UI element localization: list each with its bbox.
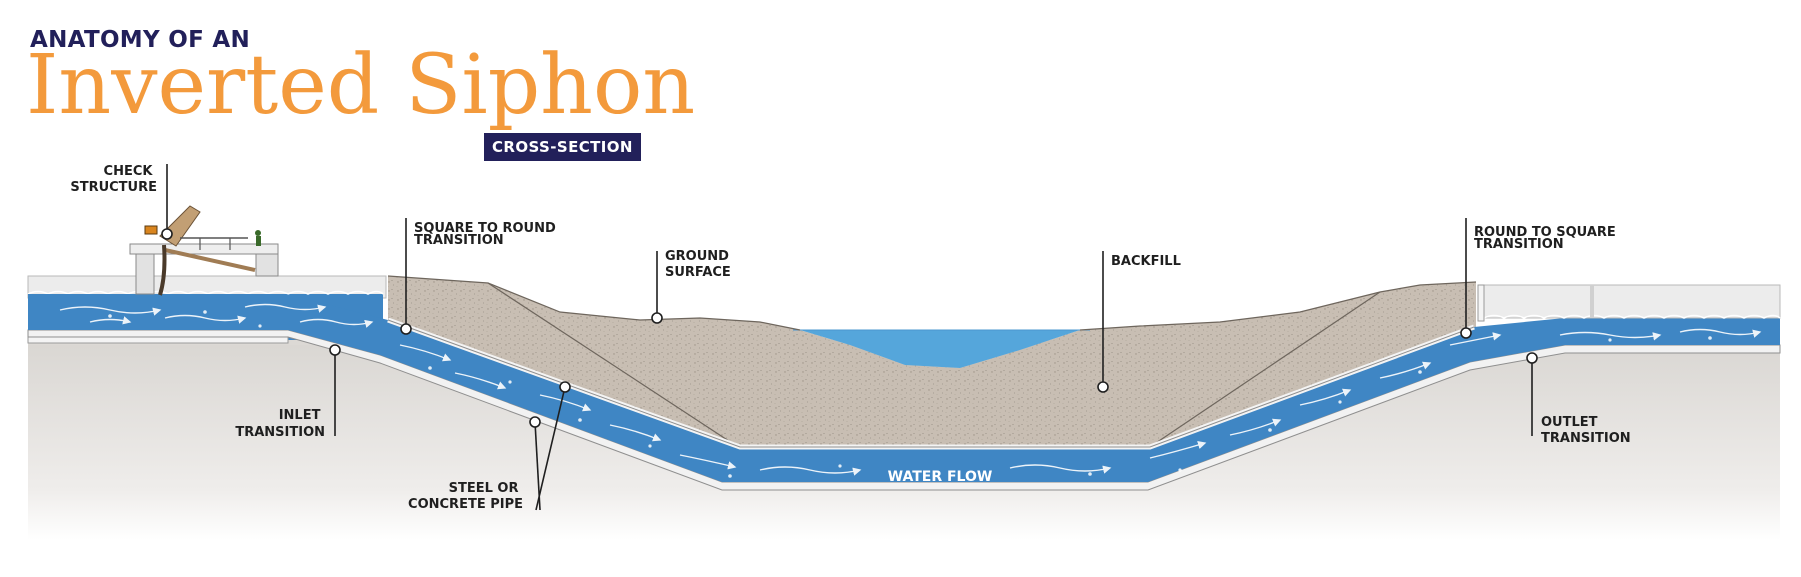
flow-bubbles <box>108 310 1712 478</box>
outlet-canal <box>1477 284 1781 322</box>
label-water-flow: WATER FLOW <box>888 469 993 485</box>
label-round-to-square: ROUND TO SQUARE TRANSITION <box>1474 225 1620 252</box>
check-structure-illustration <box>129 205 279 296</box>
label-outlet-transition: OUTLET TRANSITION <box>1541 415 1631 446</box>
flow-arrows <box>59 303 1762 476</box>
label-inlet-transition: INLET TRANSITION <box>235 408 325 440</box>
label-ground-surface: GROUND SURFACE <box>665 249 734 280</box>
label-pipe: STEEL OR CONCRETE PIPE <box>408 481 523 512</box>
page-kicker: ANATOMY OF AN <box>30 27 251 53</box>
cross-section-badge: CROSS-SECTION <box>484 133 641 161</box>
label-square-to-round: SQUARE TO ROUND TRANSITION <box>414 221 560 248</box>
page-title: Inverted Siphon <box>26 38 696 133</box>
backfill-mass <box>387 275 1477 448</box>
label-backfill: BACKFILL <box>1111 254 1181 269</box>
callout-leaders <box>161 164 1538 511</box>
label-check-structure: CHECK STRUCTURE <box>70 164 157 195</box>
